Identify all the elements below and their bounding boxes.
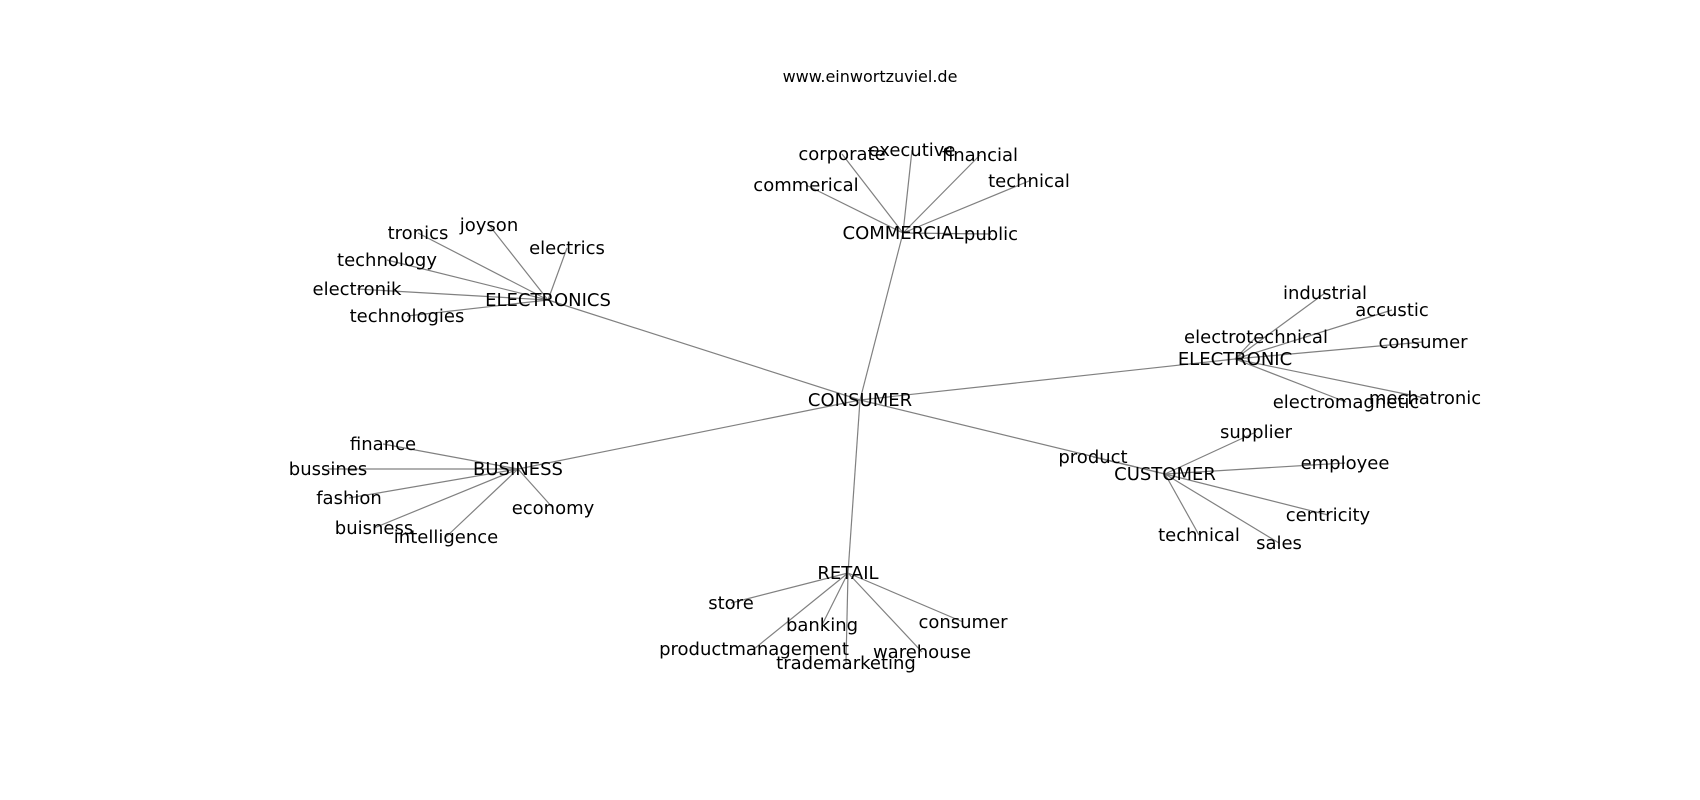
leaf-edge [847, 572, 964, 623]
leaf-node-label: bussines [289, 459, 367, 480]
leaf-node-label: buisness [335, 518, 413, 539]
leaf-node-label: technical [1158, 525, 1240, 546]
leaf-node-label: consumer [1378, 332, 1468, 353]
leaf-node-label: centricity [1286, 505, 1371, 526]
leaf-node-label: intelligence [394, 527, 498, 548]
hub-node-label: BUSINESS [473, 459, 563, 480]
graph-labels: CONSUMERCOMMERCIALcorporateexecutivefina… [289, 140, 1481, 674]
leaf-edge [730, 572, 849, 604]
leaf-edge [1164, 473, 1280, 544]
leaf-edge [841, 153, 904, 234]
center-node-label: CONSUMER [808, 390, 912, 411]
leaf-node-label: executive [868, 140, 955, 161]
leaf-node-label: store [708, 593, 754, 614]
leaf-node-label: sales [1256, 533, 1302, 554]
leaf-node-label: public [964, 224, 1018, 245]
hub-node-label: CUSTOMER [1114, 464, 1216, 485]
leaf-edge [805, 184, 904, 234]
hub-node-label: RETAIL [817, 563, 878, 584]
leaf-node-label: industrial [1283, 283, 1367, 304]
leaf-edge [753, 572, 849, 650]
hub-node-label: ELECTRONIC [1178, 349, 1292, 370]
leaf-node-label: consumer [918, 612, 1008, 633]
leaf-node-label: warehouse [873, 642, 971, 663]
leaf-edge [517, 468, 554, 509]
leaf-node-label: technology [337, 250, 437, 271]
leaf-edge [1164, 431, 1257, 475]
leaf-edge [1234, 358, 1347, 403]
leaf-node-label: accustic [1355, 300, 1429, 321]
leaf-edge [1092, 456, 1166, 475]
leaf-node-label: employee [1301, 453, 1390, 474]
leaf-node-label: supplier [1220, 422, 1293, 443]
source-watermark: www.einwortzuviel.de [783, 67, 958, 86]
leaf-node-label: mechatronic [1369, 388, 1481, 409]
leaf-node-label: technologies [350, 306, 465, 327]
leaf-edge [821, 572, 849, 626]
leaf-edge [1234, 292, 1326, 360]
leaf-edge [902, 154, 981, 234]
hub-edge [859, 232, 904, 401]
leaf-node-label: banking [786, 615, 858, 636]
leaf-edge [1164, 473, 1200, 536]
leaf-node-label: technical [988, 171, 1070, 192]
leaf-edge [902, 149, 913, 234]
leaf-node-label: electronik [313, 279, 403, 300]
hub-edge [517, 399, 861, 470]
hub-edge [859, 358, 1236, 401]
graph-edges [328, 149, 1426, 664]
leaf-node-label: productmanagement [659, 639, 849, 660]
leaf-node-label: corporate [798, 144, 885, 165]
hub-node-label: ELECTRONICS [485, 290, 611, 311]
leaf-edge [902, 180, 1030, 234]
leaf-node-label: economy [512, 498, 595, 519]
leaf-edge [1234, 341, 1424, 360]
leaf-node-label: joyson [459, 215, 518, 236]
leaf-edge [406, 299, 549, 317]
leaf-edge [1234, 309, 1393, 360]
leaf-edge [417, 232, 549, 301]
leaf-edge [902, 232, 992, 235]
leaf-node-label: product [1058, 447, 1127, 468]
leaf-edge [445, 468, 519, 538]
leaf-edge [386, 259, 549, 301]
leaf-node-label: trademarketing [776, 653, 916, 674]
leaf-edge [1234, 336, 1257, 360]
leaf-edge [1234, 358, 1426, 399]
leaf-edge [847, 572, 923, 653]
leaf-node-label: electrics [529, 238, 605, 259]
leaf-edge [373, 468, 519, 529]
hub-edge [847, 399, 861, 574]
leaf-edge [348, 468, 519, 499]
leaf-edge [547, 247, 568, 301]
leaf-edge [382, 443, 519, 470]
leaf-node-label: fashion [316, 488, 382, 509]
leaf-node-label: financial [942, 145, 1018, 166]
hub-node-label: COMMERCIAL [843, 223, 964, 244]
leaf-node-label: electromagnetic [1273, 392, 1420, 413]
leaf-node-label: electrotechnical [1184, 327, 1328, 348]
leaf-edge [488, 224, 549, 301]
leaf-edge [356, 288, 549, 301]
leaf-node-label: finance [350, 434, 416, 455]
hub-edge [547, 299, 861, 401]
leaf-edge [1164, 462, 1346, 475]
leaf-node-label: tronics [388, 223, 449, 244]
leaf-edge [1164, 473, 1329, 516]
leaf-edge [845, 572, 849, 664]
leaf-node-label: commerical [753, 175, 858, 196]
